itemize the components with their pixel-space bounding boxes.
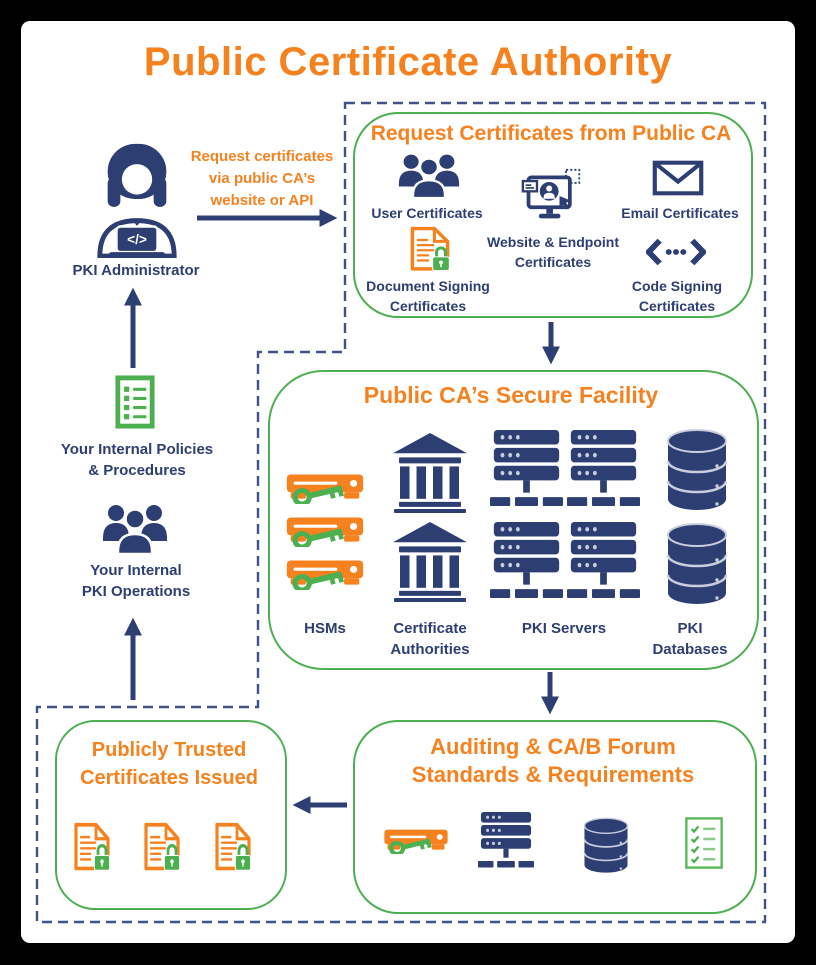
internal-operations-icon: [101, 503, 169, 554]
database-icon: [583, 817, 629, 874]
document-lock-icon: [144, 822, 182, 873]
code-signing-label: Code Signing Certificates: [631, 278, 723, 314]
internal-policies-label: Your Internal Policies & Procedures: [60, 441, 214, 479]
server-icon: [478, 812, 534, 868]
auditing-box: [353, 720, 757, 914]
internal-policies-icon: [115, 375, 155, 429]
database-icon: [666, 522, 728, 606]
document-signing-label: Document Signing Certificates: [366, 278, 490, 314]
issued-box-title: Publicly Trusted Certificates Issued: [80, 739, 258, 789]
website-endpoint-icon: [521, 168, 582, 221]
pki-databases-label: PKI Databases: [652, 620, 728, 658]
website-endpoint-label: Website & Endpoint Certificates: [487, 234, 619, 270]
server-icon: [490, 430, 563, 507]
document-lock-icon: [410, 226, 452, 273]
request-note: Request certificates via public CA’s web…: [190, 148, 334, 209]
pki-administrator-label: PKI Administrator: [72, 262, 200, 279]
issued-box: [55, 720, 287, 910]
hsm-key-icon: [284, 513, 366, 547]
server-icon: [567, 430, 640, 507]
pki-servers-label: PKI Servers: [521, 620, 607, 637]
document-lock-icon: [74, 822, 112, 873]
server-icon: [567, 522, 640, 599]
document-lock-icon: [215, 822, 253, 873]
page-title: Public Certificate Authority: [143, 40, 673, 84]
hsm-key-icon: [382, 826, 450, 854]
code-icon: [646, 238, 706, 266]
users-icon: [397, 153, 461, 198]
request-box-title: Request Certificates from Public CA: [370, 122, 732, 145]
user-certificates-label: User Certificates: [371, 205, 483, 221]
certificate-authorities-label: Certificate Authorities: [390, 620, 470, 658]
hsm-key-icon: [284, 556, 366, 590]
secure-facility-box: [268, 370, 759, 670]
hsm-key-icon: [284, 470, 366, 504]
envelope-icon: [652, 160, 704, 196]
checklist-icon: [685, 817, 723, 869]
auditing-box-title: Auditing & CA/B Forum Standards & Requir…: [411, 734, 695, 787]
hsms-label: HSMs: [304, 620, 346, 637]
bank-icon: [393, 433, 467, 513]
facility-box-title: Public CA’s Secure Facility: [363, 382, 659, 408]
internal-operations-label: Your Internal PKI Operations: [81, 562, 191, 600]
pki-administrator-icon: [92, 140, 182, 258]
server-icon: [490, 522, 563, 599]
database-icon: [666, 428, 728, 512]
email-certificates-label: Email Certificates: [621, 205, 739, 221]
request-certificates-box: [353, 112, 753, 318]
bank-icon: [393, 522, 467, 602]
